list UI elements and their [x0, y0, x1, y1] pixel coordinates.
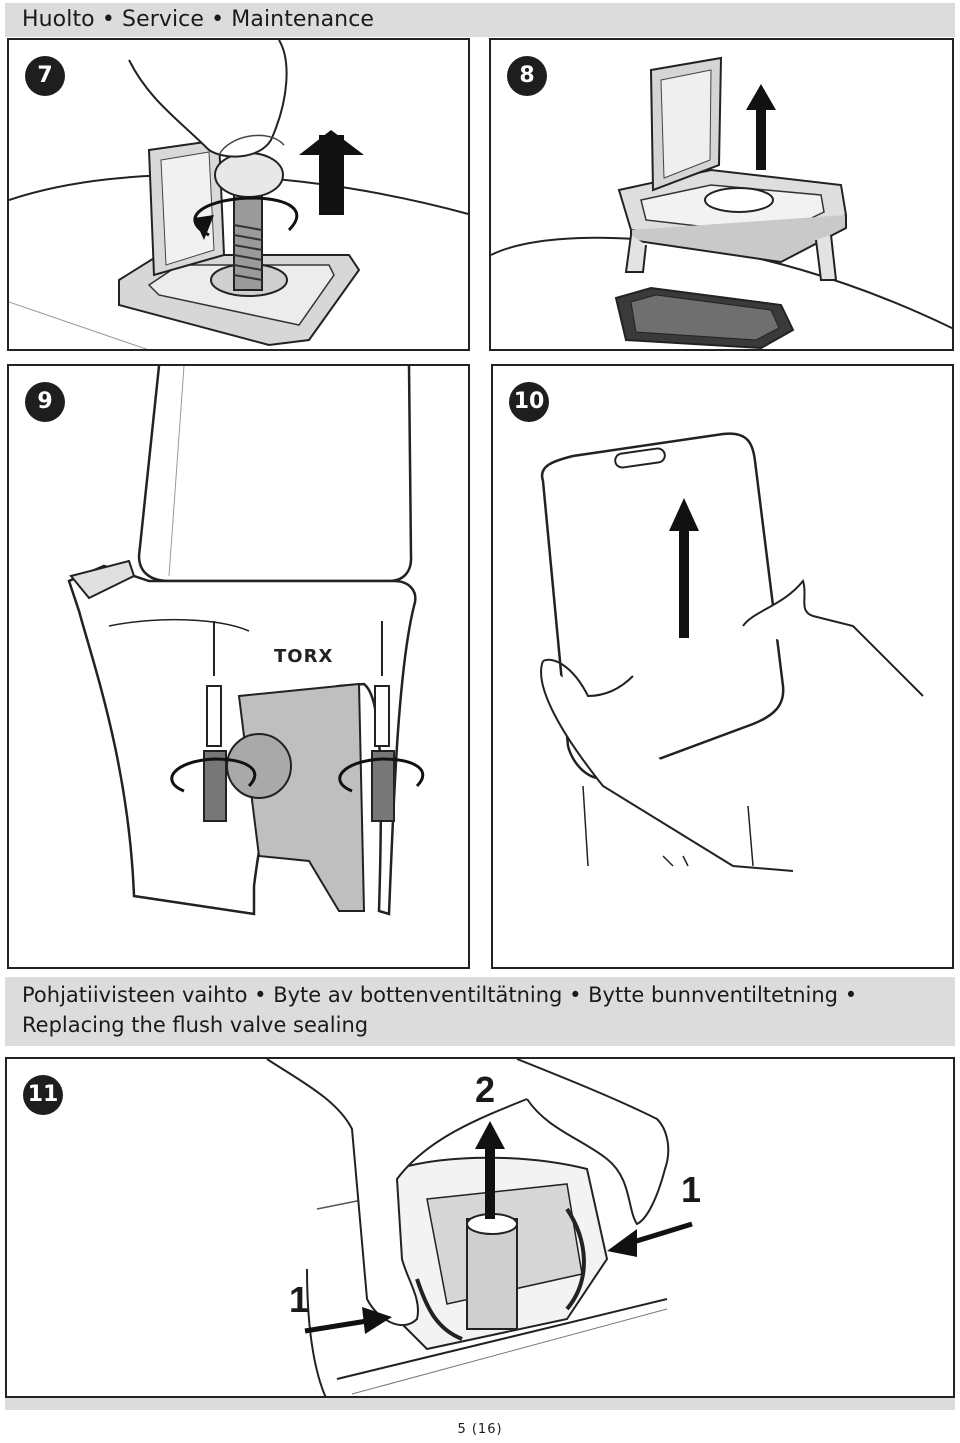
- torx-label: TORX: [274, 646, 334, 667]
- header-band: Huolto • Service • Maintenance: [5, 3, 955, 37]
- section-title-line-2: Replacing the flush valve sealing: [22, 1013, 369, 1037]
- step-11-panel: 11 2 1 1: [5, 1057, 955, 1398]
- step-10-badge: 10: [509, 382, 549, 422]
- step-8-badge: 8: [507, 56, 547, 96]
- step-7-panel: 7: [7, 38, 470, 351]
- footer-band: [5, 1398, 955, 1410]
- step-9-panel: 9 TORX: [7, 364, 470, 969]
- callout-2: 2: [475, 1069, 496, 1110]
- step-10-illustration: [540, 432, 924, 872]
- step-9-illustration: [67, 366, 425, 916]
- callout-1-right: 1: [681, 1169, 702, 1210]
- section-title-line-1: Pohjatiivisteen vaihto • Byte av bottenv…: [22, 983, 858, 1007]
- step-8-illustration: [491, 56, 952, 349]
- page-header-title: Huolto • Service • Maintenance: [22, 7, 375, 32]
- page-number: 5 (16): [457, 1422, 503, 1437]
- callout-1-left: 1: [289, 1279, 310, 1320]
- step-9-badge: 9: [25, 382, 65, 422]
- step-11-illustration: [266, 1059, 693, 1396]
- step-10-panel: 10: [491, 364, 954, 969]
- step-8-panel: 8: [489, 38, 954, 351]
- step-11-badge: 11: [23, 1075, 63, 1115]
- section-title-band: Pohjatiivisteen vaihto • Byte av bottenv…: [5, 977, 955, 1046]
- step-7-illustration: [9, 40, 468, 349]
- step-7-badge: 7: [25, 56, 65, 96]
